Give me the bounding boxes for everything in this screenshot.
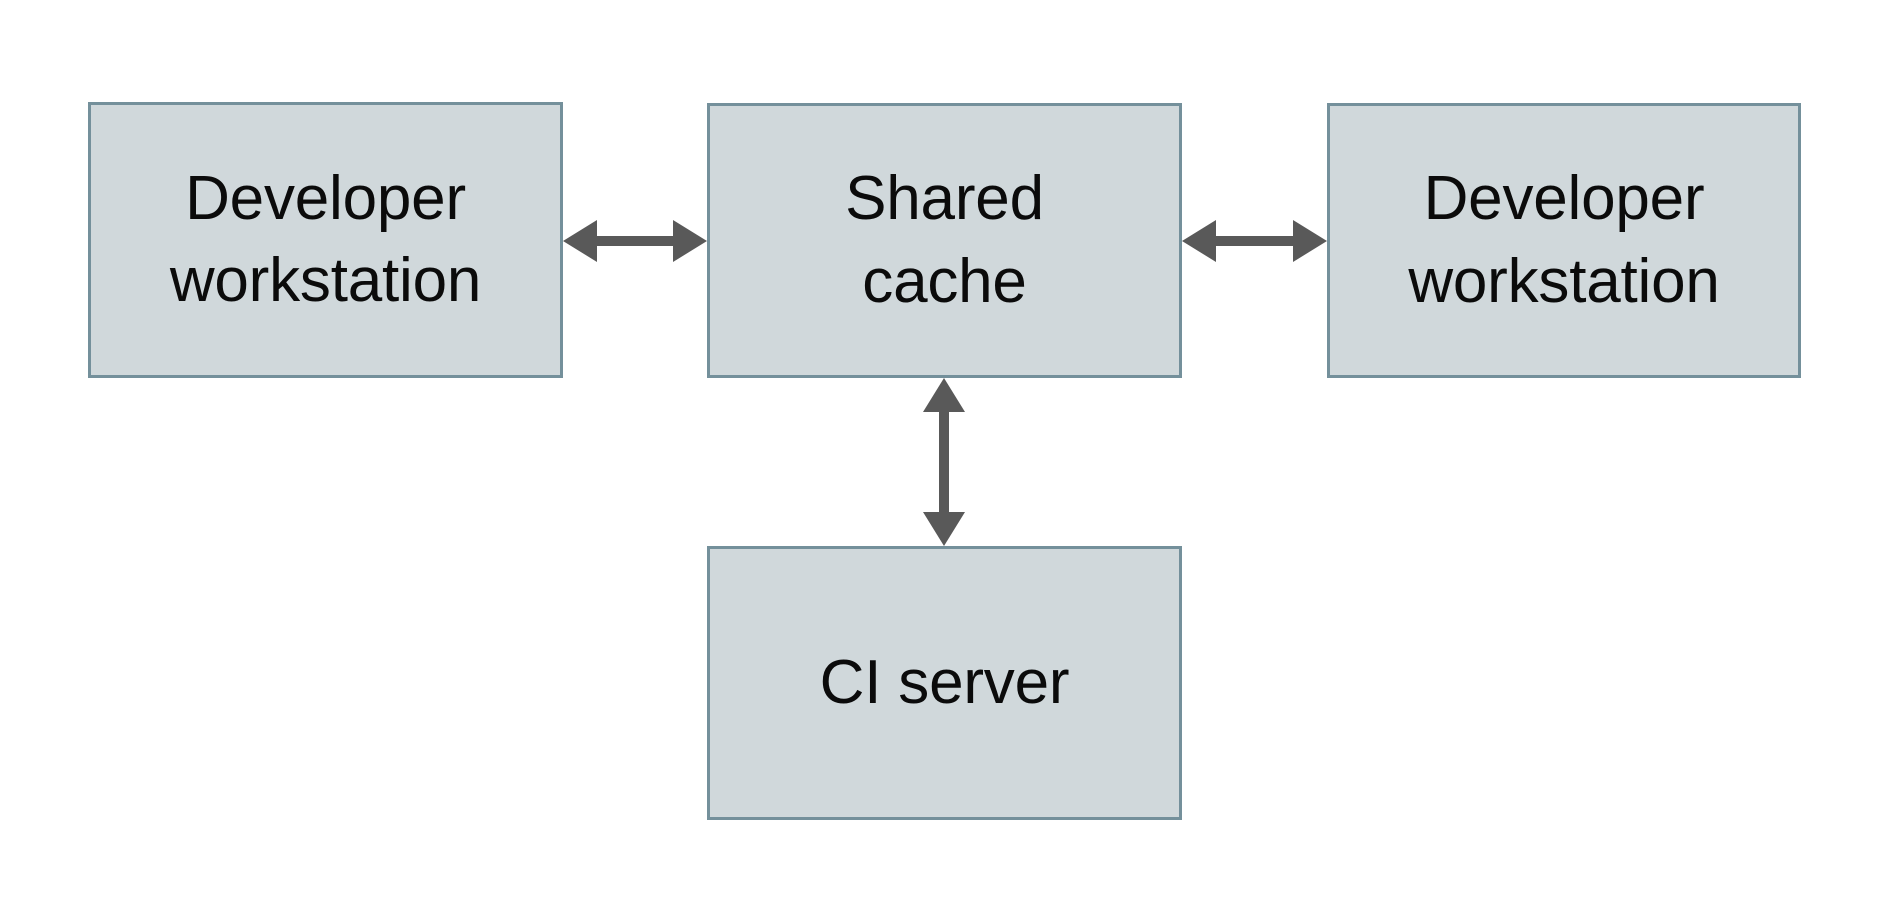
edge-cache-to-right-workstation[interactable]: [1152, 211, 1357, 271]
node-shared-cache[interactable]: Shared cache: [707, 103, 1182, 378]
node-label: Developer workstation: [1408, 164, 1720, 316]
node-label: Developer workstation: [169, 163, 482, 315]
edge-left-workstation-to-cache[interactable]: [533, 211, 737, 271]
edge-ci-server-to-cache[interactable]: [914, 348, 974, 576]
node-developer-workstation-left[interactable]: Developer workstation: [88, 102, 563, 378]
node-label: Shared cache: [845, 164, 1044, 316]
node-developer-workstation-right[interactable]: Developer workstation: [1327, 103, 1801, 378]
node-label: CI server: [819, 647, 1070, 717]
node-ci-server[interactable]: CI server: [707, 546, 1182, 820]
